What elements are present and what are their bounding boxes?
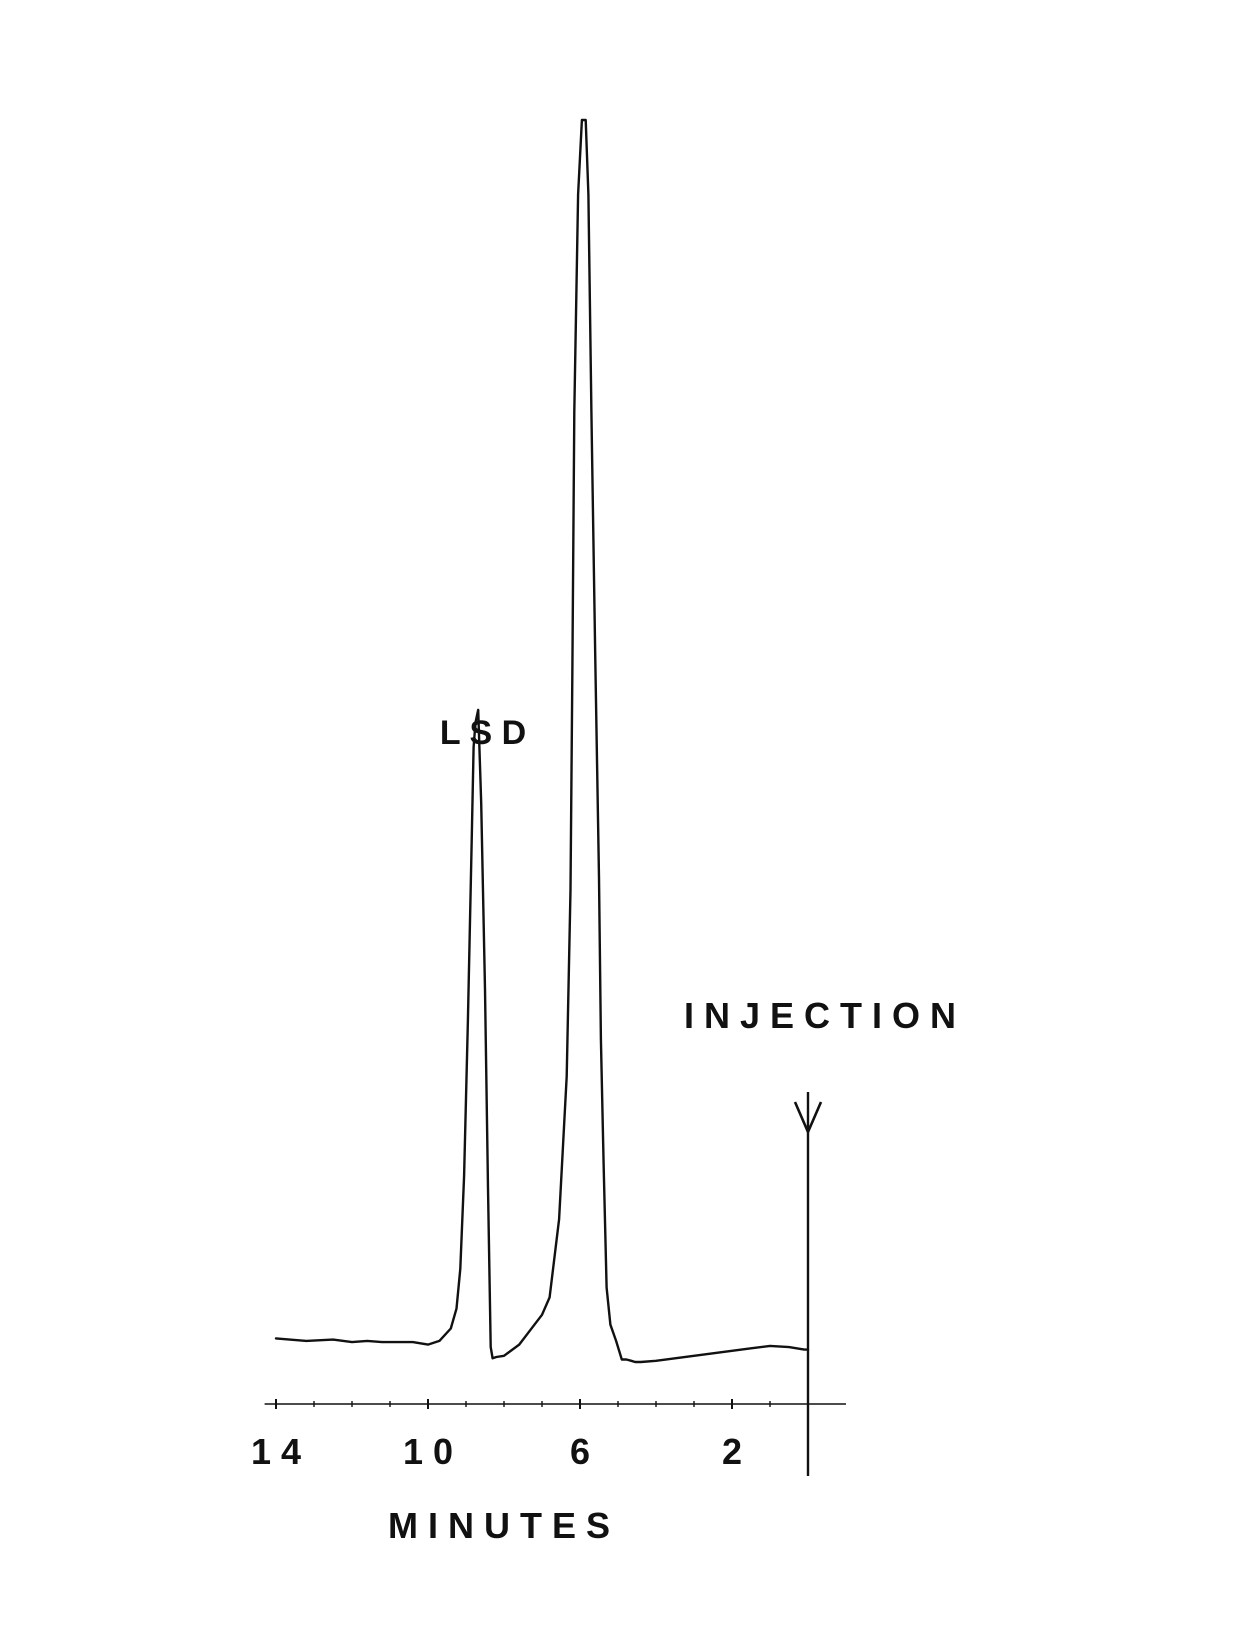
x-axis-label: M I N U T E S: [388, 1505, 610, 1546]
x-tick-label-14: 1 4: [251, 1431, 301, 1472]
injection-label: I N J E C T I O N: [684, 995, 956, 1036]
x-tick-label-6: 6: [570, 1431, 590, 1472]
x-axis-tick-labels: 1 4 1 0 6 2: [251, 1431, 742, 1472]
injection-marker: [793, 1092, 823, 1476]
lsd-peak-label: L S D: [440, 714, 526, 752]
x-tick-label-2: 2: [722, 1431, 742, 1472]
x-tick-label-10: 1 0: [403, 1431, 453, 1472]
chromatogram-trace: [274, 118, 810, 1364]
x-axis-ticks: [275, 1399, 809, 1409]
injection-arrow-icon: [793, 1101, 823, 1136]
